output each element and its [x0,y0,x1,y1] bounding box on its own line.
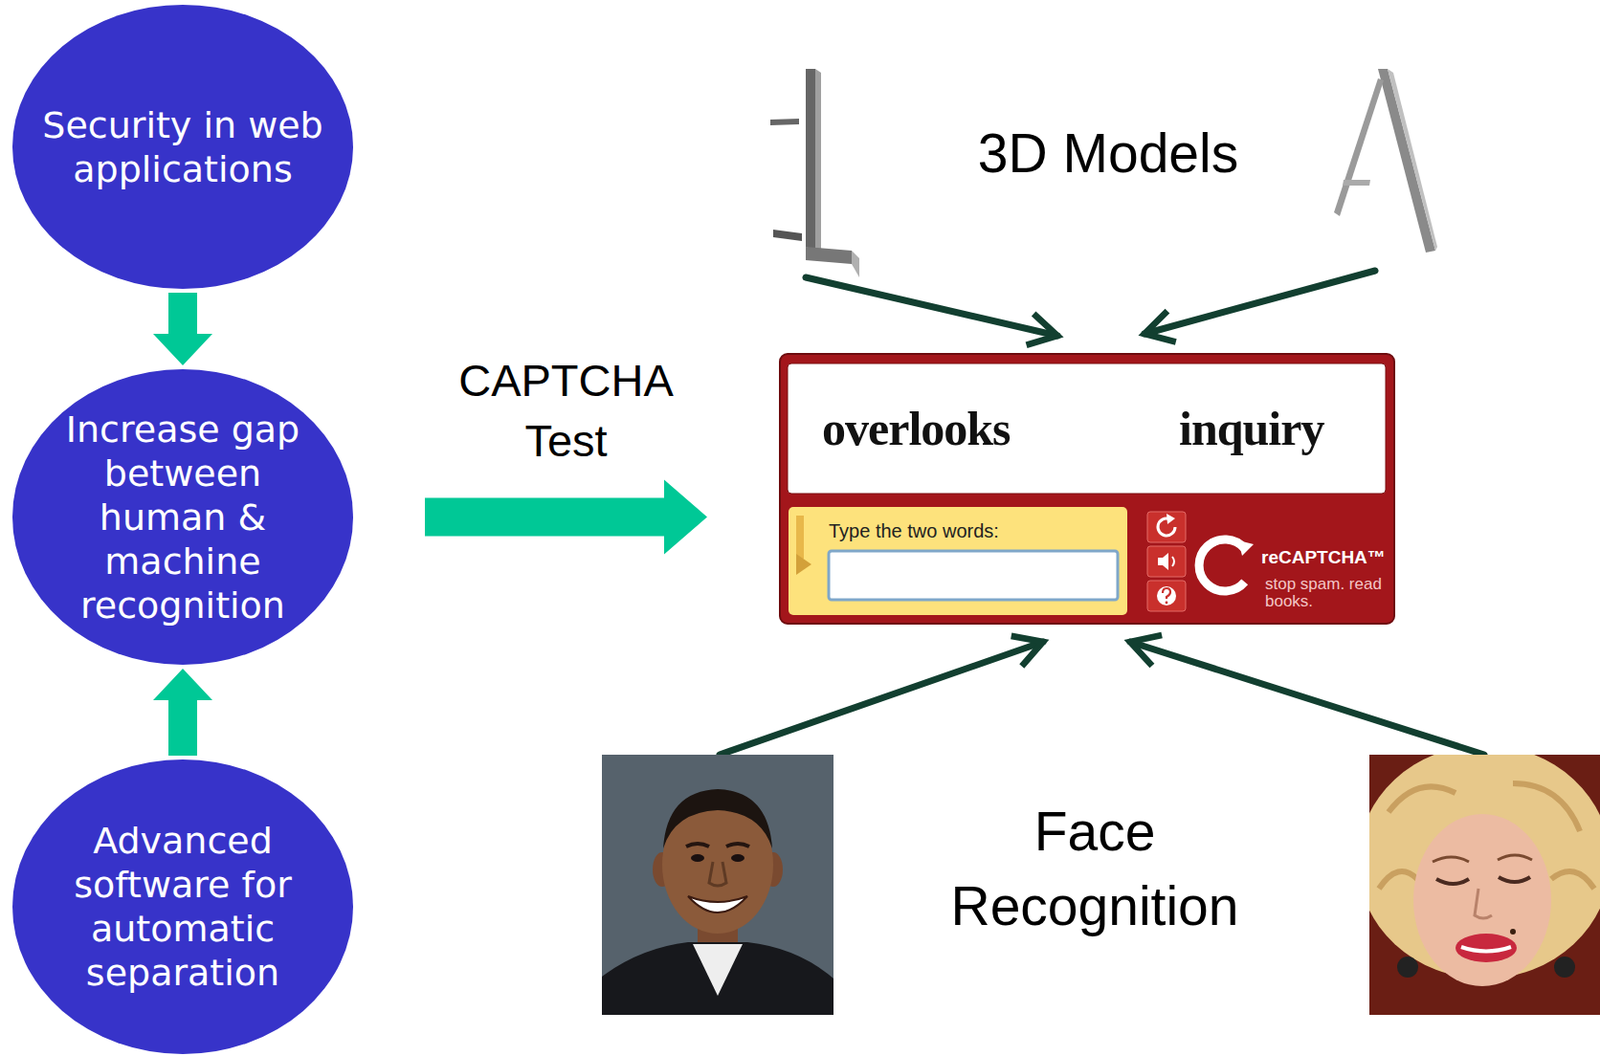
nose [709,862,727,887]
earring [1554,956,1576,978]
letter-part [815,68,822,251]
refresh-icon-head [1166,513,1176,525]
letter-part [1387,68,1438,251]
input-panel [788,507,1128,616]
block-arrow [153,292,213,366]
face-photo [601,755,834,1016]
speaker-wave [1172,556,1175,567]
slogan-text: stop spam. read books. [1265,576,1385,611]
node-text: Increase gap between human & machine rec… [44,407,322,628]
ellipse-shape [12,759,354,1055]
letter-part [851,250,860,278]
section-label: Face Recognition [932,794,1258,944]
eyebrows [1432,855,1533,863]
recaptcha-widget: overlooks inquiryType the two words: reCAP… [778,353,1396,625]
input-pointer [796,515,804,559]
ellipse-fill [12,759,354,1055]
pointer-arrow [805,277,1058,336]
pointer-arrow [719,642,1044,756]
nose [1474,888,1492,919]
help-button [1147,580,1186,612]
teeth [1461,947,1512,953]
lips [1455,933,1517,963]
node-text: Security in web applications [29,103,336,192]
help-icon [1156,586,1177,606]
edge-label: CAPTCHA Test [446,350,687,471]
closed-eyes [1436,877,1531,885]
input-pointer-head [796,554,812,576]
logo-arrow [1238,540,1254,556]
eye [731,854,745,863]
block-arrow [424,480,708,556]
input-prompt: Type the two words: [828,519,1000,543]
ellipse-shape [12,4,354,289]
letter-part [805,68,816,251]
pointer-arrows [719,270,1485,756]
ellipse-node: Advanced software for automatic separati… [12,759,354,1055]
speaker-icon [1157,553,1169,571]
pointer-arrow [1130,642,1485,756]
3d-letter-a [1333,68,1438,253]
letter-part [770,118,800,126]
photo-background [601,755,834,1016]
letter-part [805,246,852,265]
logo-text: reCAPTCHA™ [1261,545,1386,571]
earring [1397,956,1419,978]
letter-part [1342,179,1371,186]
help-mark [1162,588,1171,600]
face-photo [1357,745,1600,1016]
help-dot [1165,601,1169,605]
input-field [828,551,1118,600]
captcha-word: inquiry [1178,401,1324,456]
block-arrow [153,668,213,756]
ellipse-fill [12,369,354,666]
ellipse-fill [12,4,354,289]
captcha-word: overlooks [822,401,1011,456]
section-label: 3D Models [977,115,1239,191]
ellipse-node: Security in web applications [12,4,354,289]
beauty-mark [1510,929,1516,935]
eyebrows [686,844,750,847]
hair [663,789,773,849]
eye [690,854,705,863]
letter-part [1333,78,1384,217]
3d-letter-l [770,68,860,278]
smile [688,896,748,913]
letter-part [1377,68,1436,253]
letter-part [773,229,802,242]
shirt [692,944,743,997]
widget-frame [779,354,1395,624]
logo-arc [1199,539,1245,592]
ellipse-node: Increase gap between human & machine rec… [12,369,354,666]
face [1413,814,1552,987]
suit [601,942,834,1016]
refresh-button [1147,511,1186,543]
word-panel [787,363,1386,494]
node-text: Advanced software for automatic separati… [39,819,327,996]
audio-button [1147,546,1186,578]
pointer-arrow [1144,270,1376,334]
refresh-icon [1157,518,1176,536]
